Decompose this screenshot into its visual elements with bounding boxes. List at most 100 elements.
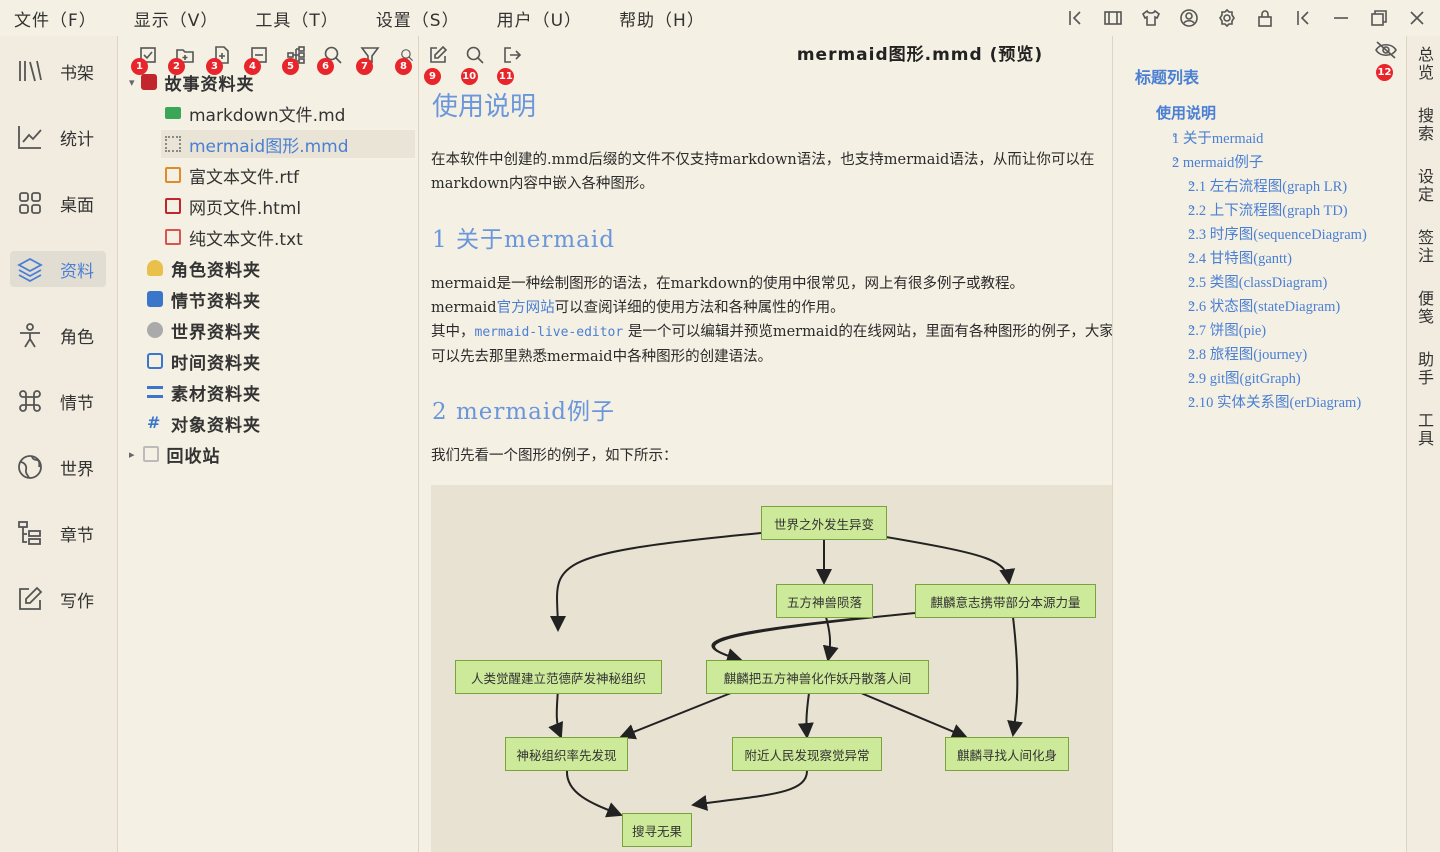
rightbar-label: 便笺 bbox=[1415, 290, 1434, 326]
live-editor-link[interactable]: mermaid-live-editor bbox=[474, 325, 624, 340]
small-search-button[interactable]: 8 bbox=[388, 40, 425, 75]
outline-item[interactable]: 2.7 饼图(pie) bbox=[1188, 319, 1266, 340]
tree-file-rtf[interactable]: 富文本文件.rtf bbox=[119, 161, 415, 189]
menu-view[interactable]: 显示（V） bbox=[133, 10, 219, 31]
search-button[interactable]: 6 bbox=[314, 40, 351, 75]
file-tree-panel: 1 2 3 4 5 6 7 8 ▾ bbox=[119, 36, 419, 852]
tree-folder-material[interactable]: 素材资料夹 bbox=[119, 378, 415, 406]
nav-desktop[interactable]: 桌面 bbox=[10, 185, 106, 221]
diagram-node: 麒麟寻找人间化身 bbox=[945, 737, 1069, 771]
outline-item[interactable]: 2.4 甘特图(gantt) bbox=[1188, 247, 1292, 268]
outline-item[interactable]: 2.8 旅程图(journey) bbox=[1188, 343, 1307, 364]
chevron-down-icon[interactable]: ▾ bbox=[129, 75, 135, 89]
minimize-icon[interactable] bbox=[1328, 5, 1354, 31]
nav-materials[interactable]: 资料 bbox=[10, 251, 106, 287]
mermaid-diagram: 世界之外发生异变 五方神兽陨落 麒麟意志携带部分本源力量 人类觉醒建立范德萨发神… bbox=[431, 485, 1118, 852]
nav-plot[interactable]: 情节 bbox=[10, 383, 106, 419]
text-span: 是一个可以编辑并预览mermaid的在线网站，里面有各种图形的例子，大家可以先去… bbox=[431, 324, 1114, 365]
new-folder-button[interactable]: 2 bbox=[166, 40, 203, 75]
rightbar-overview[interactable]: 总览 bbox=[1407, 46, 1440, 89]
menu-help[interactable]: 帮助（H） bbox=[619, 10, 705, 31]
nav-label: 桌面 bbox=[60, 195, 94, 216]
collapse-icon[interactable] bbox=[1290, 5, 1316, 31]
badge: 6 bbox=[317, 58, 334, 75]
structure-button[interactable]: 5 bbox=[277, 40, 314, 75]
select-button[interactable]: 1 bbox=[129, 40, 166, 75]
menu-file[interactable]: 文件（F） bbox=[14, 10, 97, 31]
heading-about-mermaid: 1 关于mermaid bbox=[432, 227, 615, 253]
diagram-node: 麒麟把五方神兽化作妖丹散落人间 bbox=[706, 660, 929, 694]
outline-item[interactable]: 2.3 时序图(sequenceDiagram) bbox=[1188, 223, 1367, 244]
menu-tools[interactable]: 工具（T） bbox=[255, 10, 339, 31]
outline-item[interactable]: 1 关于mermaid bbox=[1172, 127, 1263, 148]
official-site-link[interactable]: 官方网站 bbox=[496, 300, 555, 316]
paragraph-line: 其中，mermaid-live-editor 是一个可以编辑并预览mermaid… bbox=[431, 320, 1116, 369]
edge bbox=[1007, 616, 1023, 737]
hierarchy-icon bbox=[286, 46, 305, 64]
diagram-node: 神秘组织率先发现 bbox=[505, 737, 628, 771]
list-tree-icon bbox=[18, 521, 41, 545]
panel-icon[interactable] bbox=[1100, 5, 1126, 31]
new-file-button[interactable]: 3 bbox=[203, 40, 240, 75]
outline-item[interactable]: 2.6 状态图(stateDiagram) bbox=[1188, 295, 1340, 316]
tree-file-txt[interactable]: 纯文本文件.txt bbox=[119, 223, 415, 251]
tree-folder-plot[interactable]: 情节资料夹 bbox=[119, 285, 415, 313]
nav-writing[interactable]: 写作 bbox=[10, 581, 106, 617]
restore-icon[interactable] bbox=[1366, 5, 1392, 31]
nav-world[interactable]: 世界 bbox=[10, 449, 106, 485]
chevron-right-icon[interactable]: ▸ bbox=[129, 447, 135, 461]
rightbar-label: 助手 bbox=[1415, 351, 1434, 387]
nav-chapters[interactable]: 章节 bbox=[10, 515, 106, 551]
menu-settings[interactable]: 设置（S） bbox=[375, 10, 460, 31]
rightbar-assistant[interactable]: 助手 bbox=[1407, 351, 1440, 394]
globe-icon bbox=[18, 455, 42, 479]
account-icon[interactable] bbox=[1176, 5, 1202, 31]
nav-characters[interactable]: 角色 bbox=[10, 317, 106, 353]
rightbar-label: 总览 bbox=[1415, 46, 1434, 82]
tree-label: 故事资料夹 bbox=[164, 74, 255, 95]
rightbar-tools[interactable]: 工具 bbox=[1407, 412, 1440, 455]
tree-folder-time[interactable]: 时间资料夹 bbox=[119, 347, 415, 375]
tree-folder-object[interactable]: # 对象资料夹 bbox=[119, 409, 415, 437]
hide-outline-button[interactable]: 12 bbox=[1374, 40, 1400, 81]
tree-folder-root[interactable]: ▾ 故事资料夹 bbox=[119, 68, 415, 96]
edge bbox=[860, 692, 968, 739]
tree-file-html[interactable]: 网页文件.html bbox=[119, 192, 415, 220]
shirt-icon[interactable] bbox=[1138, 5, 1164, 31]
edge bbox=[885, 536, 1016, 585]
outline-item[interactable]: 2.5 类图(classDiagram) bbox=[1188, 271, 1327, 292]
menu-user[interactable]: 用户（U） bbox=[496, 10, 583, 31]
nav-bookshelf[interactable]: 书架 bbox=[10, 53, 106, 89]
rightbar-label: 搜索 bbox=[1415, 107, 1434, 143]
outline-item[interactable]: 2.2 上下流程图(graph TD) bbox=[1188, 199, 1348, 220]
collapse-left-icon[interactable] bbox=[1062, 5, 1088, 31]
tree-folder-characters[interactable]: 角色资料夹 bbox=[119, 254, 415, 282]
gear-icon[interactable] bbox=[1214, 5, 1240, 31]
rightbar-settings[interactable]: 设定 bbox=[1407, 168, 1440, 211]
tree-trash[interactable]: ▸ 回收站 bbox=[119, 440, 415, 468]
doc-search-button[interactable]: 10 bbox=[457, 40, 494, 85]
outline-item[interactable]: 2.1 左右流程图(graph LR) bbox=[1188, 175, 1347, 196]
outline-item[interactable]: 使用说明 bbox=[1156, 102, 1216, 123]
outline-item[interactable]: 2.10 实体关系图(erDiagram) bbox=[1188, 391, 1361, 412]
outline-item[interactable]: 2.9 git图(gitGraph) bbox=[1188, 367, 1301, 388]
book-folder-icon bbox=[140, 74, 157, 90]
rightbar-label: 设定 bbox=[1415, 168, 1434, 204]
rightbar-notes[interactable]: 签注 bbox=[1407, 229, 1440, 272]
tree-file-mmd[interactable]: mermaid图形.mmd bbox=[161, 130, 415, 158]
filter-button[interactable]: 7 bbox=[351, 40, 388, 75]
lock-icon[interactable] bbox=[1252, 5, 1278, 31]
edit-button[interactable]: 9 bbox=[420, 40, 457, 85]
export-button[interactable]: 11 bbox=[493, 40, 530, 85]
outline-item[interactable]: 2 mermaid例子 bbox=[1172, 151, 1263, 172]
diagram-node: 人类觉醒建立范德萨发神秘组织 bbox=[455, 660, 662, 694]
tree-folder-world[interactable]: 世界资料夹 bbox=[119, 316, 415, 344]
text-span: 可以查阅详细的使用方法和各种属性的作用。 bbox=[554, 300, 845, 316]
rightbar-search[interactable]: 搜索 bbox=[1407, 107, 1440, 150]
file-toolbar: 1 2 3 4 5 6 7 8 bbox=[129, 40, 425, 75]
rightbar-memo[interactable]: 便笺 bbox=[1407, 290, 1440, 333]
nav-stats[interactable]: 统计 bbox=[10, 119, 106, 155]
collapse-all-button[interactable]: 4 bbox=[240, 40, 277, 75]
close-icon[interactable] bbox=[1404, 5, 1430, 31]
tree-file-md[interactable]: markdown文件.md bbox=[119, 99, 415, 127]
